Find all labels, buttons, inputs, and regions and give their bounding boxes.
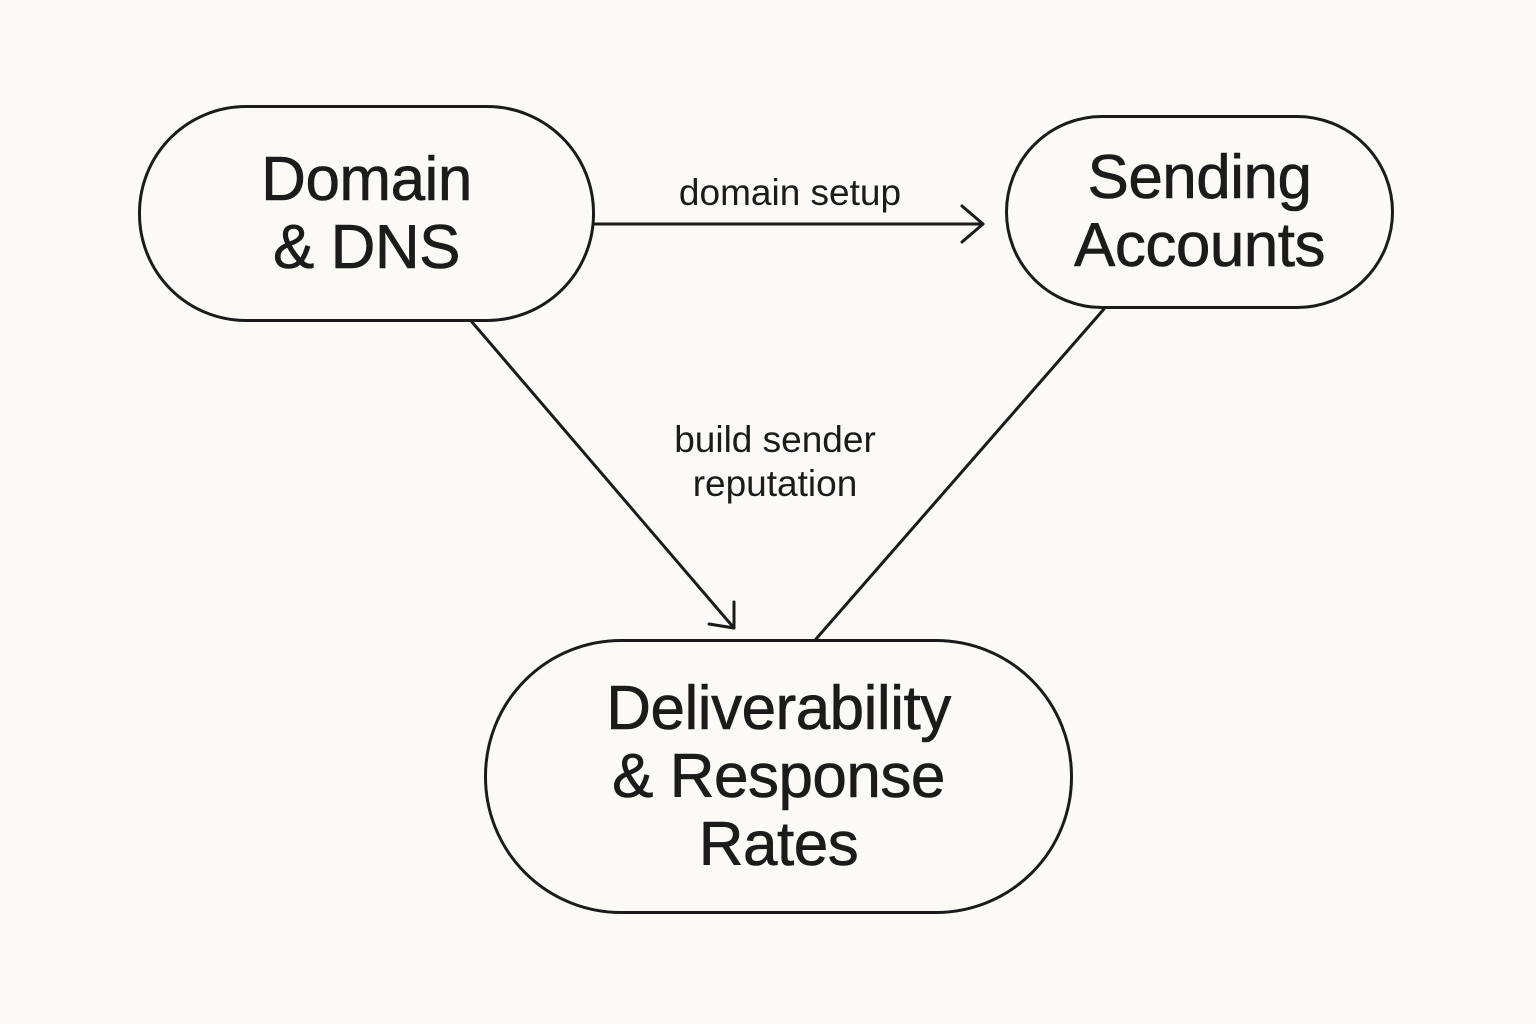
node-deliverability-line-2: & Response bbox=[612, 741, 946, 811]
edge-label-domain-setup-text: domain setup bbox=[678, 172, 902, 213]
arrowhead-domain-to-deliverability bbox=[707, 600, 736, 630]
edge-label-domain-setup: domain setup bbox=[630, 171, 950, 215]
edge-sending-to-deliverability bbox=[814, 307, 1106, 641]
node-deliverability-line-1: Deliverability bbox=[606, 673, 952, 743]
node-sending-accounts-line-1: Sending bbox=[1087, 143, 1312, 212]
edge-label-build-reputation-line-2: reputation bbox=[692, 463, 858, 504]
node-sending-accounts: Sending Accounts bbox=[1005, 115, 1394, 309]
node-sending-accounts-line-2: Accounts bbox=[1073, 211, 1326, 280]
node-domain-dns: Domain & DNS bbox=[138, 105, 595, 322]
edge-label-build-reputation: build sender reputation bbox=[615, 418, 935, 506]
node-domain-dns-line-2: & DNS bbox=[273, 212, 461, 282]
edge-label-build-reputation-line-1: build sender bbox=[674, 419, 876, 460]
node-deliverability: Deliverability & Response Rates bbox=[484, 639, 1073, 914]
node-domain-dns-line-1: Domain bbox=[261, 144, 473, 214]
arrowhead-domain-to-sending bbox=[960, 204, 985, 244]
node-deliverability-line-3: Rates bbox=[698, 809, 859, 879]
edge-domain-to-deliverability bbox=[470, 320, 736, 630]
